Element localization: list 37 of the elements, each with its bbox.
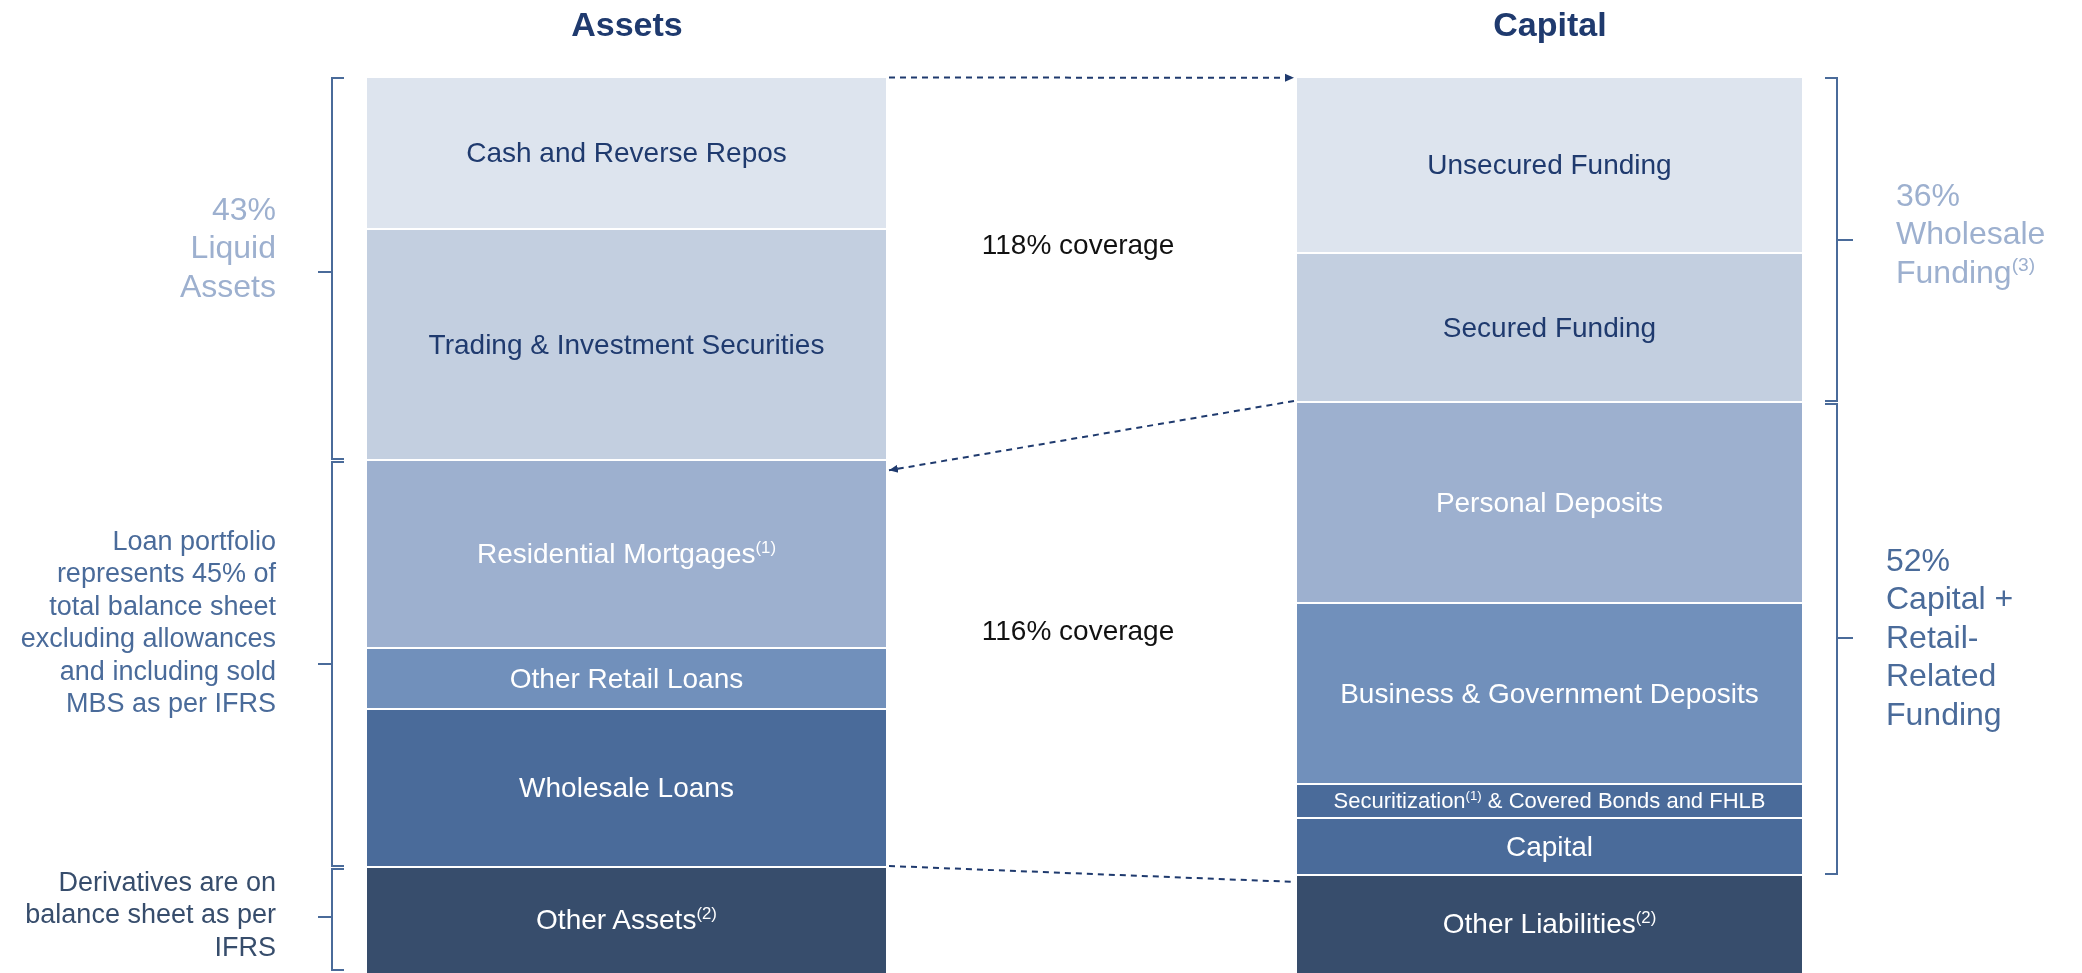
arrow	[888, 400, 1295, 473]
balance-bar-segment	[1297, 874, 1802, 973]
balance-bar-segment	[1297, 401, 1802, 602]
segment-label: Wholesale Loans	[519, 772, 734, 804]
balance-bar-segment	[1297, 602, 1802, 783]
segment-label: Secured Funding	[1442, 311, 1657, 344]
segment-label: Capital	[1505, 830, 1594, 863]
percentage-label: 52% Capital + Retail-Related Funding	[1886, 541, 2015, 733]
balance-bar-segment	[367, 76, 886, 228]
arrow	[888, 73, 1295, 82]
balance-bar-segment	[367, 647, 886, 708]
coverage-label: 116% coverage	[980, 614, 1176, 648]
segment-label: Personal Deposits	[1435, 486, 1664, 519]
segment-label: Business & Government Deposits	[1340, 677, 1759, 710]
segment-label: Cash and Reverse Repos	[466, 137, 787, 169]
percentage-label: 43% Liquid Assets	[178, 190, 276, 306]
balance-bar-segment	[367, 459, 886, 647]
note-text: Derivatives are on balance sheet as per IFRS	[24, 866, 276, 964]
note-text: Loan portfolio represents 45% of total balance sheet excluding allowances and including sold MBS as per IFRS	[20, 525, 276, 720]
balance-bar-segment	[1297, 76, 1802, 252]
segment-label: Residential Mortgages$^{(1)}$	[476, 537, 777, 571]
segment-label: Other Liabilities$^{(2)}$	[1442, 908, 1657, 941]
segment-label: Trading & Investment Securities	[428, 328, 825, 361]
balance-bar-segment	[1297, 783, 1802, 817]
balance-bar-segment	[1297, 252, 1802, 401]
balance-bar-segment	[367, 708, 886, 866]
column-heading: Capital	[1492, 4, 1608, 45]
segment-label: Other Retail Loans	[509, 662, 744, 695]
column-heading: Assets	[570, 4, 684, 45]
segment-label: Other Assets$^{(2)}$	[536, 904, 717, 937]
segment-label: Securitization$^{(1)}$ & Covered Bonds and FHLB	[1333, 787, 1766, 815]
balance-bar-segment	[1297, 817, 1802, 874]
balance-bar-segment	[367, 228, 886, 459]
balance-bar-segment	[367, 866, 886, 973]
coverage-label: 118% coverage	[980, 228, 1176, 262]
segment-label: Unsecured Funding	[1427, 149, 1672, 181]
percentage-label: 36% Wholesale Funding$^{(3)}$	[1896, 176, 2047, 292]
